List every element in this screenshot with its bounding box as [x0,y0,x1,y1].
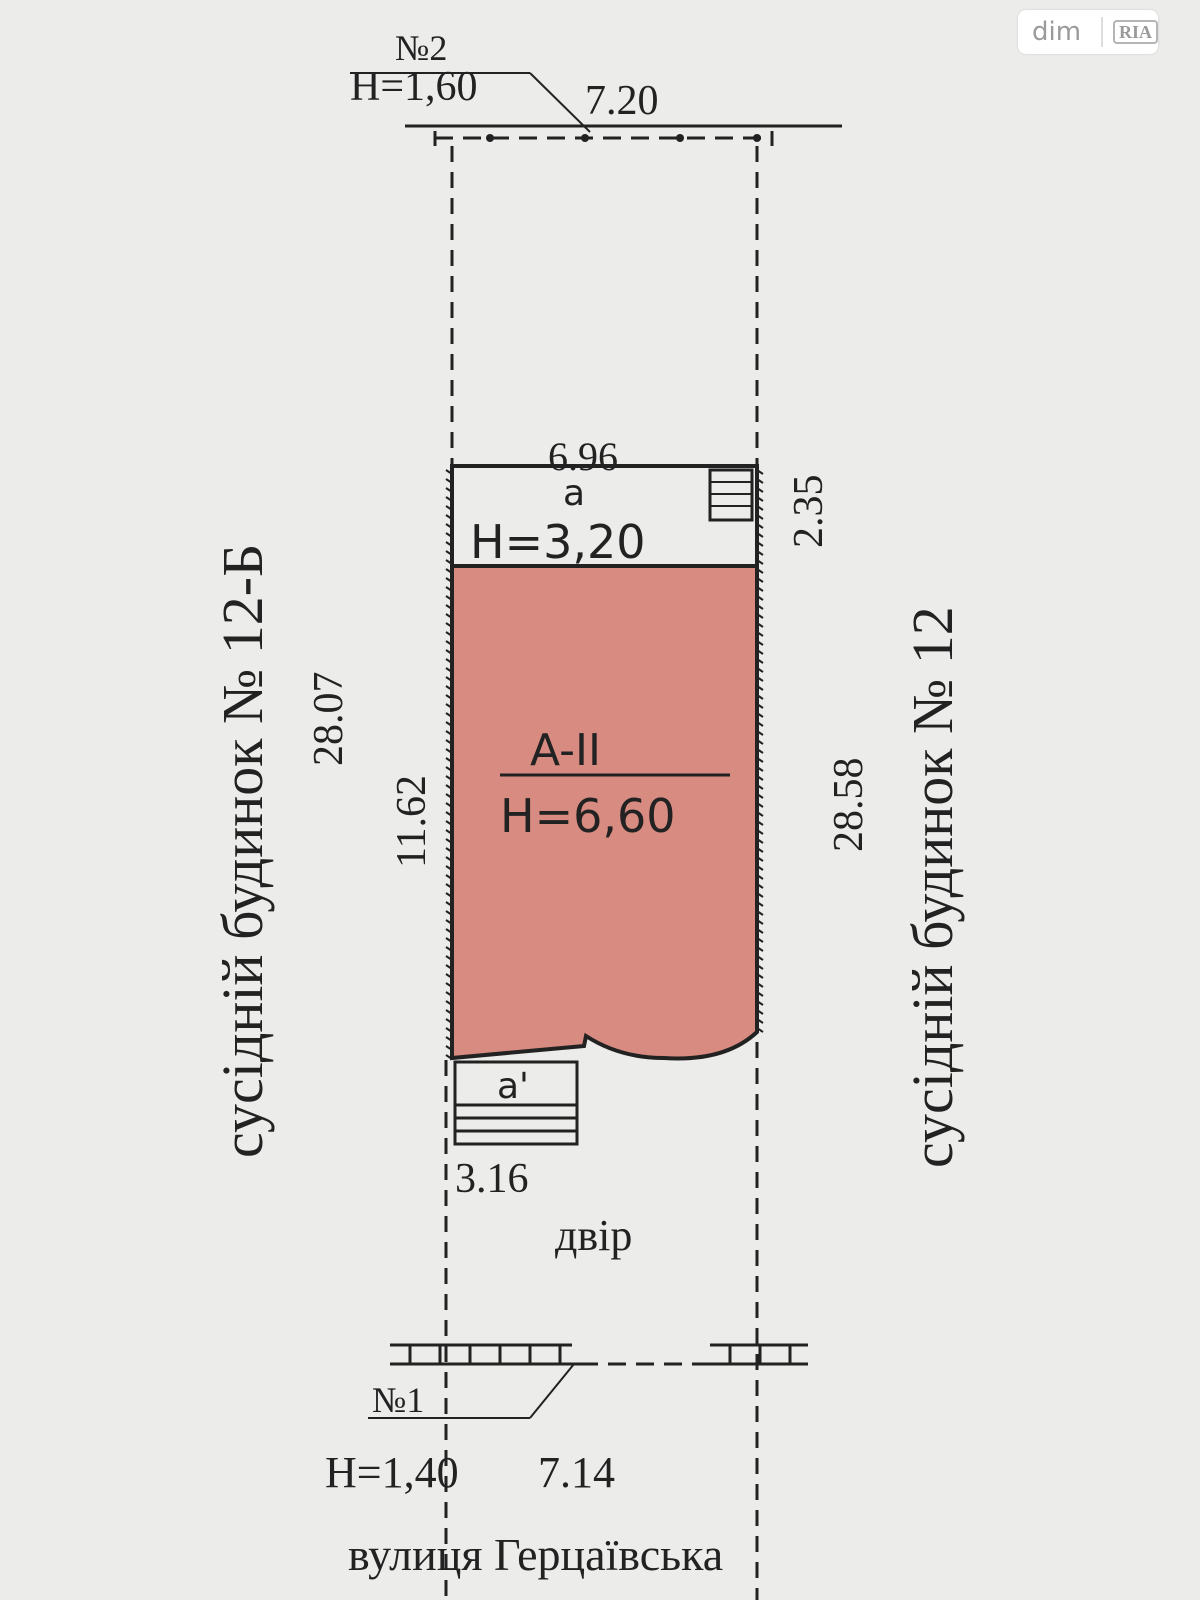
gate-height-north: H=1,60 [350,64,478,110]
right-lot-length: 28.58 [826,758,872,853]
neighbor-right-label: сусідній будинок № 12 [900,606,965,1168]
main-building [450,564,759,1061]
porch-mark: a' [497,1066,529,1107]
annex-mark: a [563,473,585,514]
north-fence [350,72,842,146]
lot-boundary [444,146,759,1600]
annex-height: H=3,20 [470,515,646,569]
south-fence-posts [408,1345,792,1364]
annex-width: 6.96 [548,434,618,479]
neighbor-left-label: сусідній будинок № 12-Б [210,544,275,1158]
gate-width-north: 7.20 [585,78,659,124]
wall-hatching [445,469,764,1060]
annex-depth: 2.35 [786,475,832,549]
building-height: H=6,60 [500,789,676,843]
building-length: 11.62 [389,775,435,868]
gate-height-south: H=1,40 [325,1448,459,1497]
porch-width: 3.16 [455,1156,529,1202]
gate-width-south: 7.14 [538,1448,615,1497]
building-code: A-II [530,725,601,776]
gate-number-north: №2 [395,28,447,68]
street-label: вулиця Герцаївська [348,1529,723,1580]
left-lot-length: 28.07 [306,672,352,767]
watermark-divider [1101,17,1103,47]
watermark-dim: dim [1032,17,1082,47]
watermark-ria-logo: RIA [1112,20,1158,44]
yard-label: двір [555,1211,632,1260]
gate-number-south: №1 [372,1380,424,1420]
watermark-badge: dim RIA [1018,10,1158,54]
south-fence [368,1343,808,1419]
porch-outline [453,1060,579,1146]
